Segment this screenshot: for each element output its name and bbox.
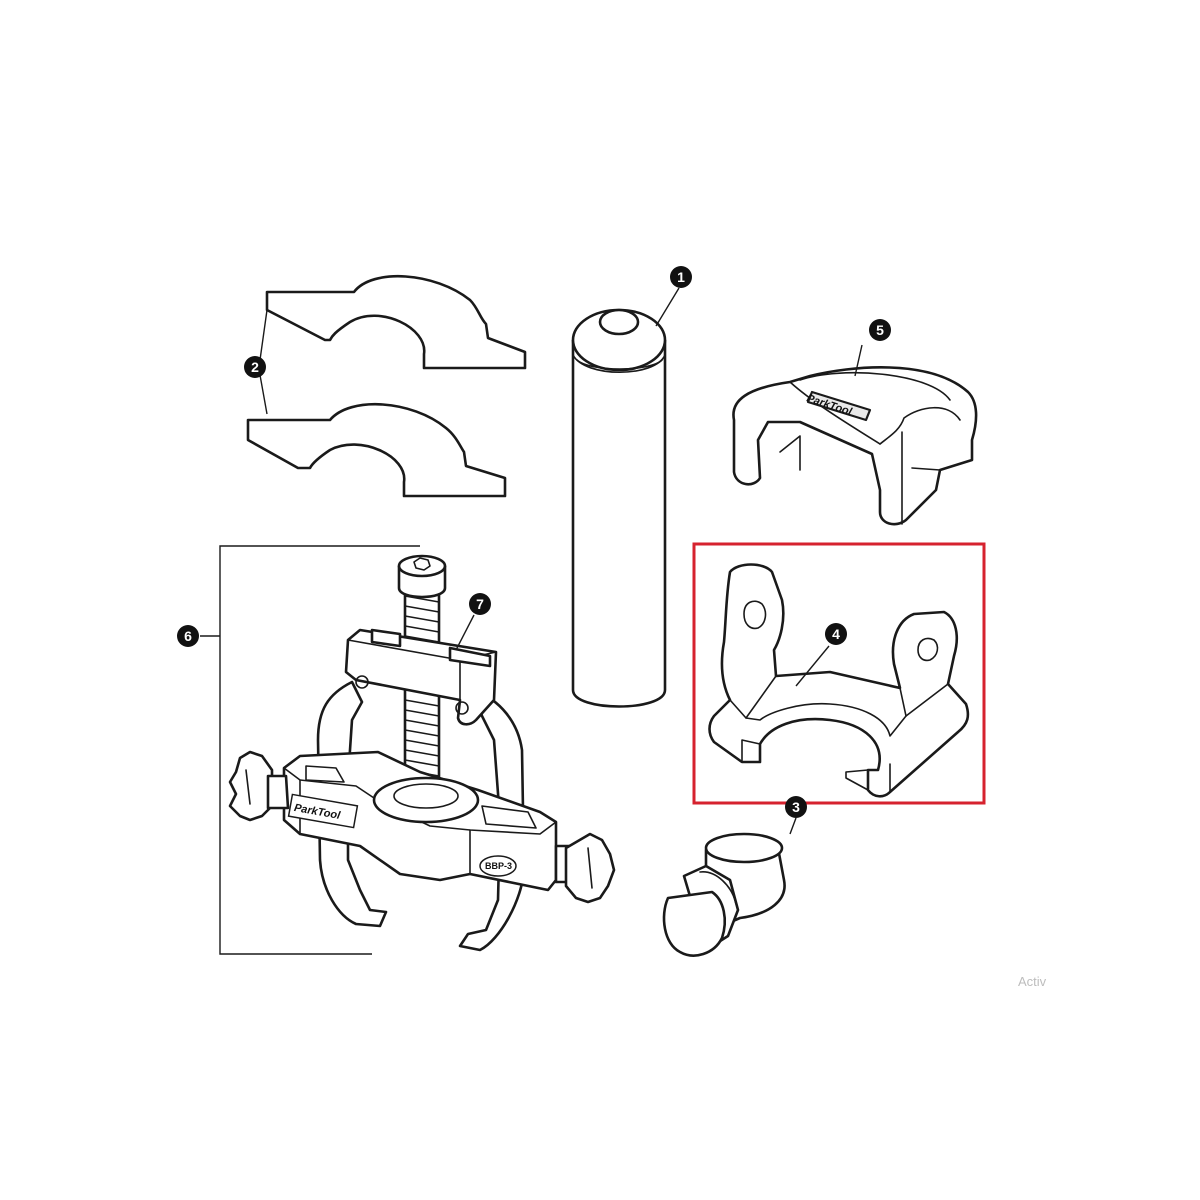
part-5-cup-adapter: ParkTool: [732, 366, 978, 526]
callout-1-label: 1: [677, 269, 685, 285]
puller-model-label: BBP-3: [485, 861, 512, 871]
part-2-shim-plates: [246, 274, 527, 498]
callout-2-label: 2: [251, 359, 259, 375]
part-6-puller: ParkTool BBP-3: [200, 545, 616, 955]
callout-3: 3: [785, 796, 807, 818]
callout-6: 6: [177, 625, 199, 647]
part-1-cylinder: [571, 308, 667, 708]
left-knob: [228, 750, 290, 822]
callout-5-label: 5: [876, 322, 884, 338]
part-5-leader: [854, 344, 863, 377]
highlight-box-part-4: [692, 542, 986, 805]
callout-7-label: 7: [476, 596, 484, 612]
part-4-leader: [795, 645, 830, 687]
callout-5: 5: [869, 319, 891, 341]
callout-7: 7: [455, 593, 491, 651]
watermark-text: Activ: [1018, 974, 1047, 989]
callout-4: 4: [825, 623, 847, 645]
callout-4-label: 4: [832, 626, 840, 642]
part-3-bushing: [662, 832, 786, 957]
callout-1: 1: [655, 266, 692, 327]
callout-6-label: 6: [184, 628, 192, 644]
part-3-leader: [789, 817, 797, 835]
callout-2: 2: [244, 356, 266, 378]
part-2-leader: [259, 309, 268, 415]
right-knob: [554, 832, 616, 904]
part-4-bracket: [708, 563, 970, 798]
callout-3-label: 3: [792, 799, 800, 815]
